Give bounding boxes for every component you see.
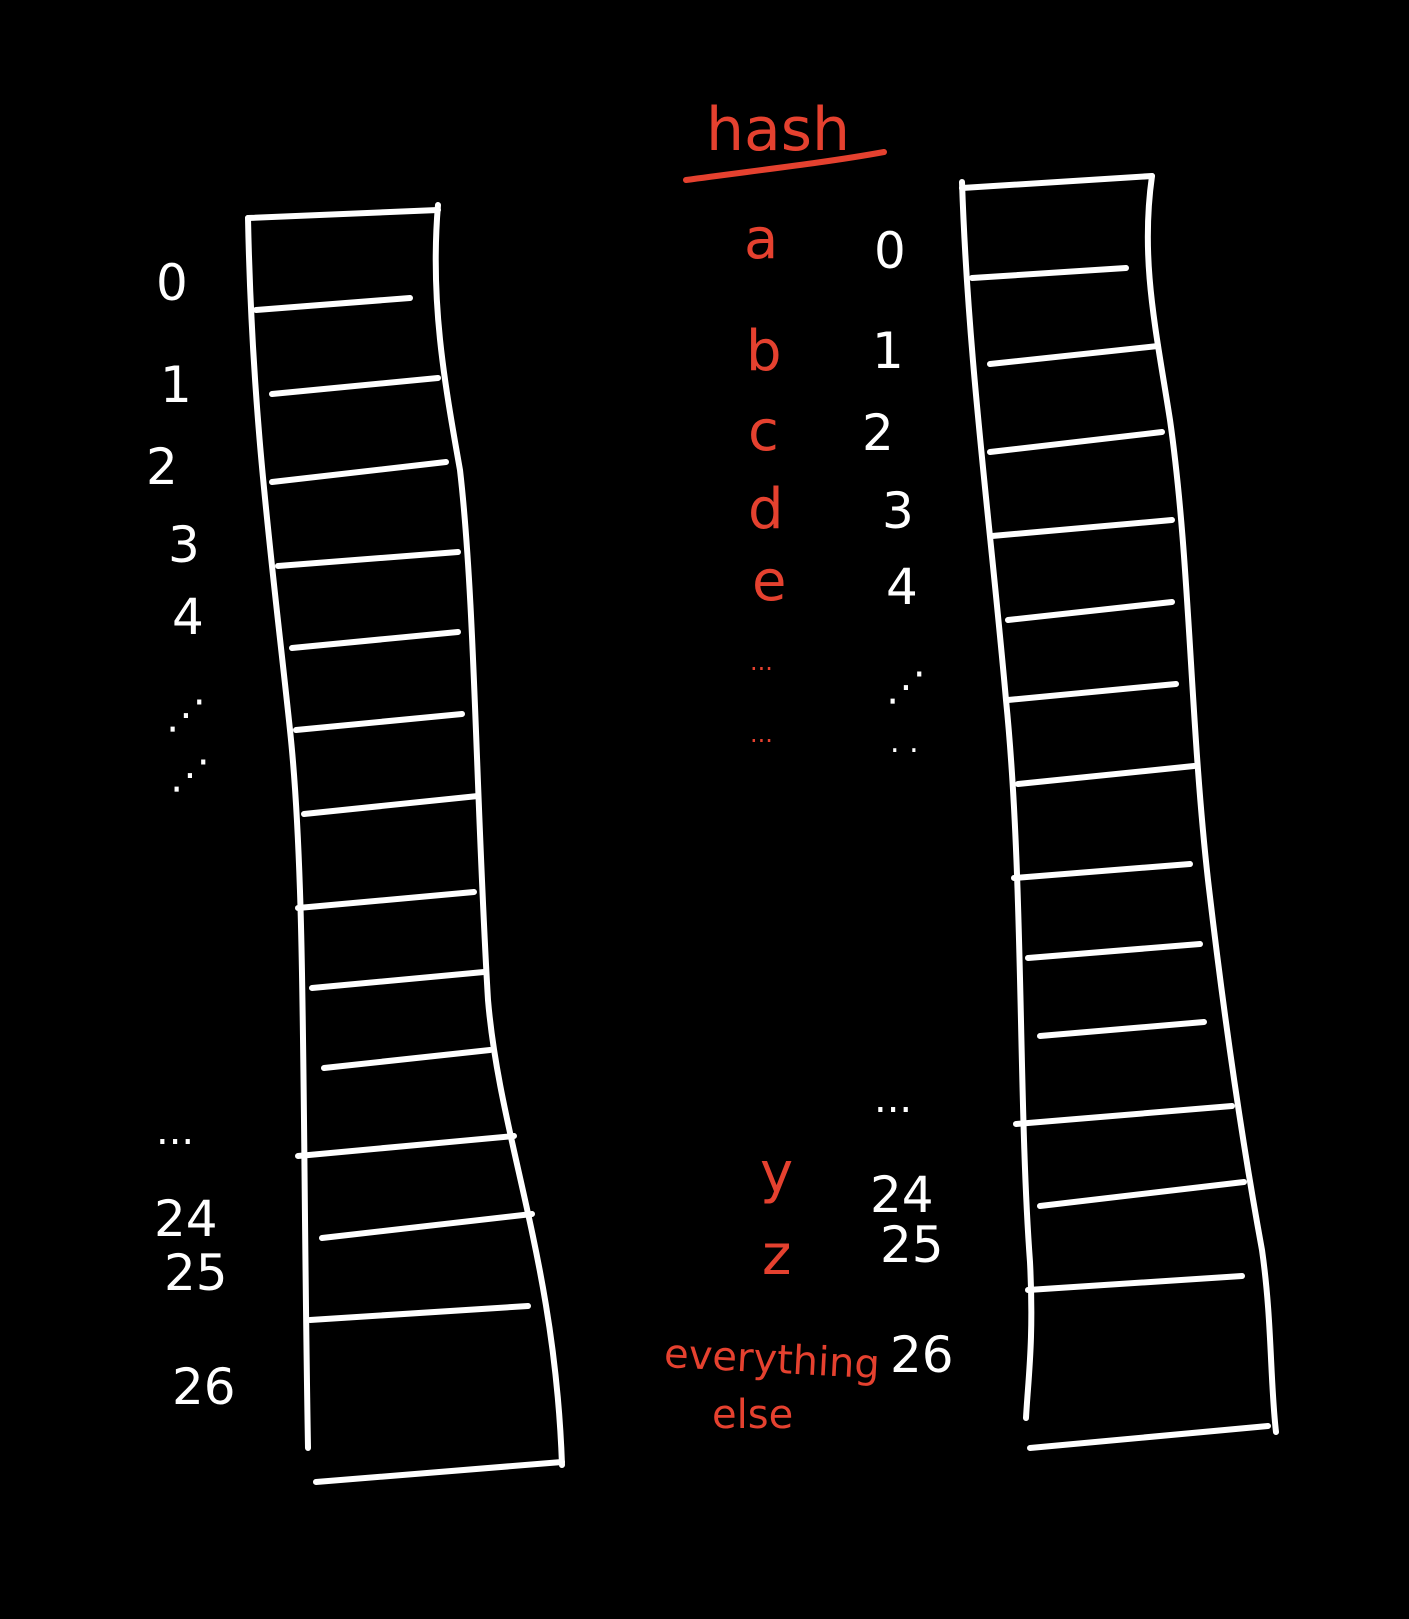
hash-index: ⋰	[886, 664, 926, 710]
right-array-right-border	[1144, 173, 1279, 1435]
right-array-slot-dividers	[969, 265, 1247, 1293]
left-index-label: 2	[146, 438, 178, 496]
left-array-slot-dividers	[253, 295, 535, 1323]
hash-index: ...	[874, 1076, 912, 1122]
right-array	[959, 173, 1279, 1451]
hash-index: . .	[890, 725, 919, 760]
hash-heading-underline	[683, 149, 887, 183]
hash-indices: 0 1 2 3 4 ⋰ . . ... 24 25 26	[862, 222, 954, 1384]
right-array-left-border	[959, 179, 1035, 1421]
hash-key: ...	[750, 720, 773, 748]
hash-index: 2	[862, 404, 894, 462]
hash-keys: a b c d e ... ... y z everything else	[663, 207, 881, 1438]
left-array-top-border	[245, 207, 441, 221]
left-index-label: ⋰	[170, 752, 210, 798]
hash-key-everything: everything	[663, 1331, 881, 1388]
hash-index: 25	[880, 1216, 944, 1274]
left-index-label: 26	[172, 1358, 236, 1416]
hash-index: 1	[872, 322, 904, 380]
hash-key: y	[760, 1141, 793, 1206]
left-index-label: 1	[160, 356, 192, 414]
hash-key: c	[748, 399, 779, 464]
left-index-label: 4	[172, 588, 204, 646]
left-array-right-border	[432, 202, 565, 1468]
hash-key: z	[762, 1223, 791, 1288]
left-index-labels: 0 1 2 3 4 ⋰ ⋰ ... 24 25 26	[146, 254, 236, 1416]
hash-key: e	[752, 549, 786, 614]
left-index-label: ...	[156, 1108, 194, 1154]
hash-index: 4	[886, 558, 918, 616]
right-array-top-border	[959, 173, 1155, 191]
hash-heading-text: hash	[706, 95, 850, 165]
hash-key: b	[746, 319, 782, 384]
left-index-label: 3	[168, 516, 200, 574]
hash-index: 0	[874, 222, 906, 280]
hash-key: d	[748, 477, 784, 542]
hash-index: 24	[870, 1166, 934, 1224]
right-array-bottom-border	[1027, 1423, 1271, 1451]
hash-key: a	[744, 207, 778, 272]
hash-index: 26	[890, 1326, 954, 1384]
left-array-bottom-border	[313, 1459, 565, 1485]
left-index-label: 24	[154, 1190, 218, 1248]
left-index-label: 25	[164, 1244, 228, 1302]
hash-key: ...	[750, 648, 773, 676]
left-index-label: 0	[156, 254, 188, 312]
hash-index: 3	[882, 482, 914, 540]
hash-key-else: else	[712, 1392, 793, 1438]
hash-heading: hash	[683, 95, 887, 183]
left-array-left-border	[245, 215, 311, 1451]
left-index-label: ⋰	[166, 692, 206, 738]
left-array	[245, 202, 565, 1485]
